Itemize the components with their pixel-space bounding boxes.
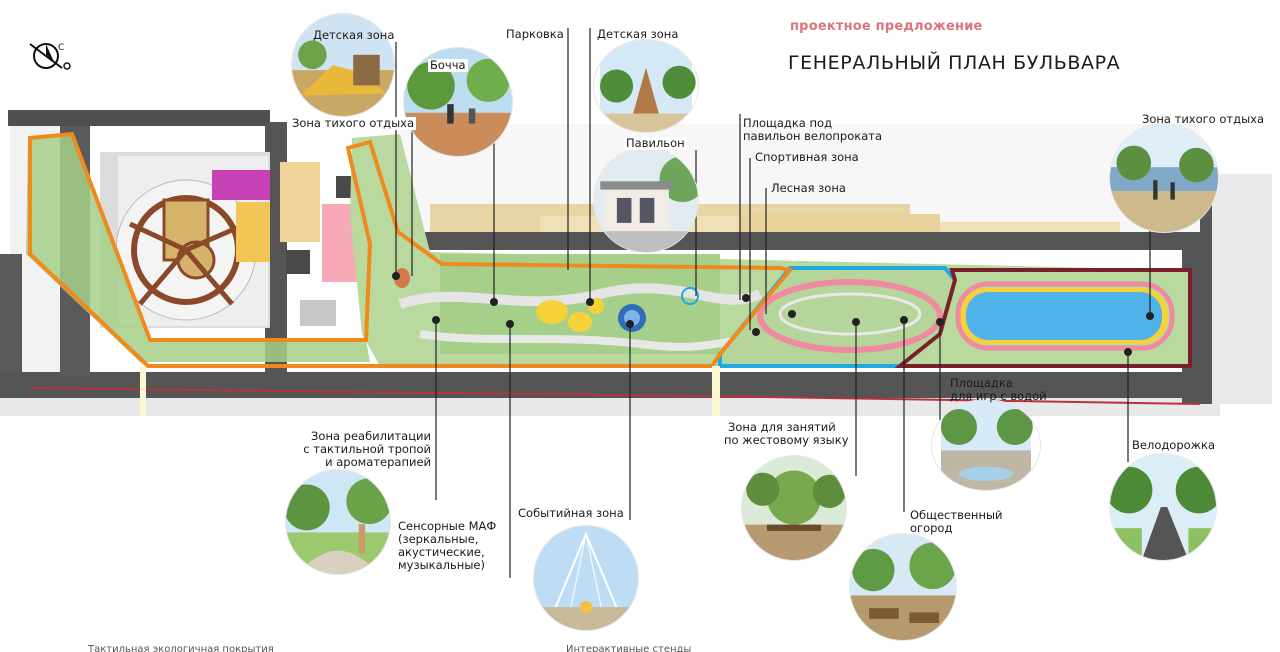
- photo-quiet-zone-2: [1110, 124, 1218, 232]
- photo-pavilion: [594, 148, 698, 252]
- label-pavilion: Павильон: [624, 136, 687, 150]
- label-rehab-3: и ароматерапией: [325, 455, 431, 469]
- master-plan-map: [0, 104, 1280, 418]
- label-bike-path: Велодорожка: [1132, 438, 1216, 452]
- label-sensor-4: музыкальные): [398, 558, 485, 572]
- label-water-play-1: Площадка: [950, 376, 1013, 390]
- label-sensor-2: (зеркальные,: [398, 532, 479, 546]
- photo-event-zone: [534, 526, 638, 630]
- label-bike-rental-2: павильон велопроката: [743, 129, 882, 143]
- photo-water-play: [932, 400, 1040, 490]
- footnote-right: Интерактивные стенды: [566, 644, 692, 652]
- photo-kids-zone-2: [594, 40, 698, 132]
- label-sensor-1: Сенсорные МАФ: [398, 519, 497, 533]
- label-quiet-zone-1: Зона тихого отдыха: [290, 116, 416, 130]
- label-sign-language-1: Зона для занятий: [728, 420, 836, 434]
- label-rehab-1: Зона реабилитации: [311, 429, 431, 443]
- label-boccia: Бочча: [428, 58, 468, 72]
- compass-rose-icon: С: [26, 36, 76, 76]
- photo-community-garden: [850, 534, 956, 640]
- footnote-left: Тактильная экологичная покрытия: [88, 644, 274, 652]
- photo-sign-language: [742, 456, 846, 560]
- page-title: ГЕНЕРАЛЬНЫЙ ПЛАН БУЛЬВАРА: [788, 52, 1121, 74]
- label-parking: Парковка: [506, 27, 564, 41]
- label-sensor-3: акустические,: [398, 545, 485, 559]
- label-forest-zone: Лесная зона: [771, 181, 846, 195]
- label-water-play-2: для игр с водой: [950, 389, 1047, 403]
- label-kids-zone-2: Детская зона: [597, 27, 679, 41]
- photo-bike-path: [1110, 454, 1216, 560]
- label-bike-rental-1: Площадка под: [743, 116, 833, 130]
- svg-text:С: С: [58, 43, 64, 53]
- label-sign-language-2: по жестовому языку: [724, 433, 849, 447]
- label-quiet-zone-2: Зона тихого отдыха: [1142, 112, 1264, 126]
- subtitle: проектное предложение: [790, 19, 983, 34]
- label-kids-zone-1: Детская зона: [313, 28, 395, 42]
- photo-rehab: [286, 470, 390, 574]
- label-event-zone: Событийная зона: [518, 506, 624, 520]
- label-garden-1: Общественный: [910, 508, 1003, 522]
- label-rehab-2: с тактильной тропой: [303, 442, 431, 456]
- label-garden-2: огород: [910, 521, 953, 535]
- label-sport-zone: Спортивная зона: [755, 150, 859, 164]
